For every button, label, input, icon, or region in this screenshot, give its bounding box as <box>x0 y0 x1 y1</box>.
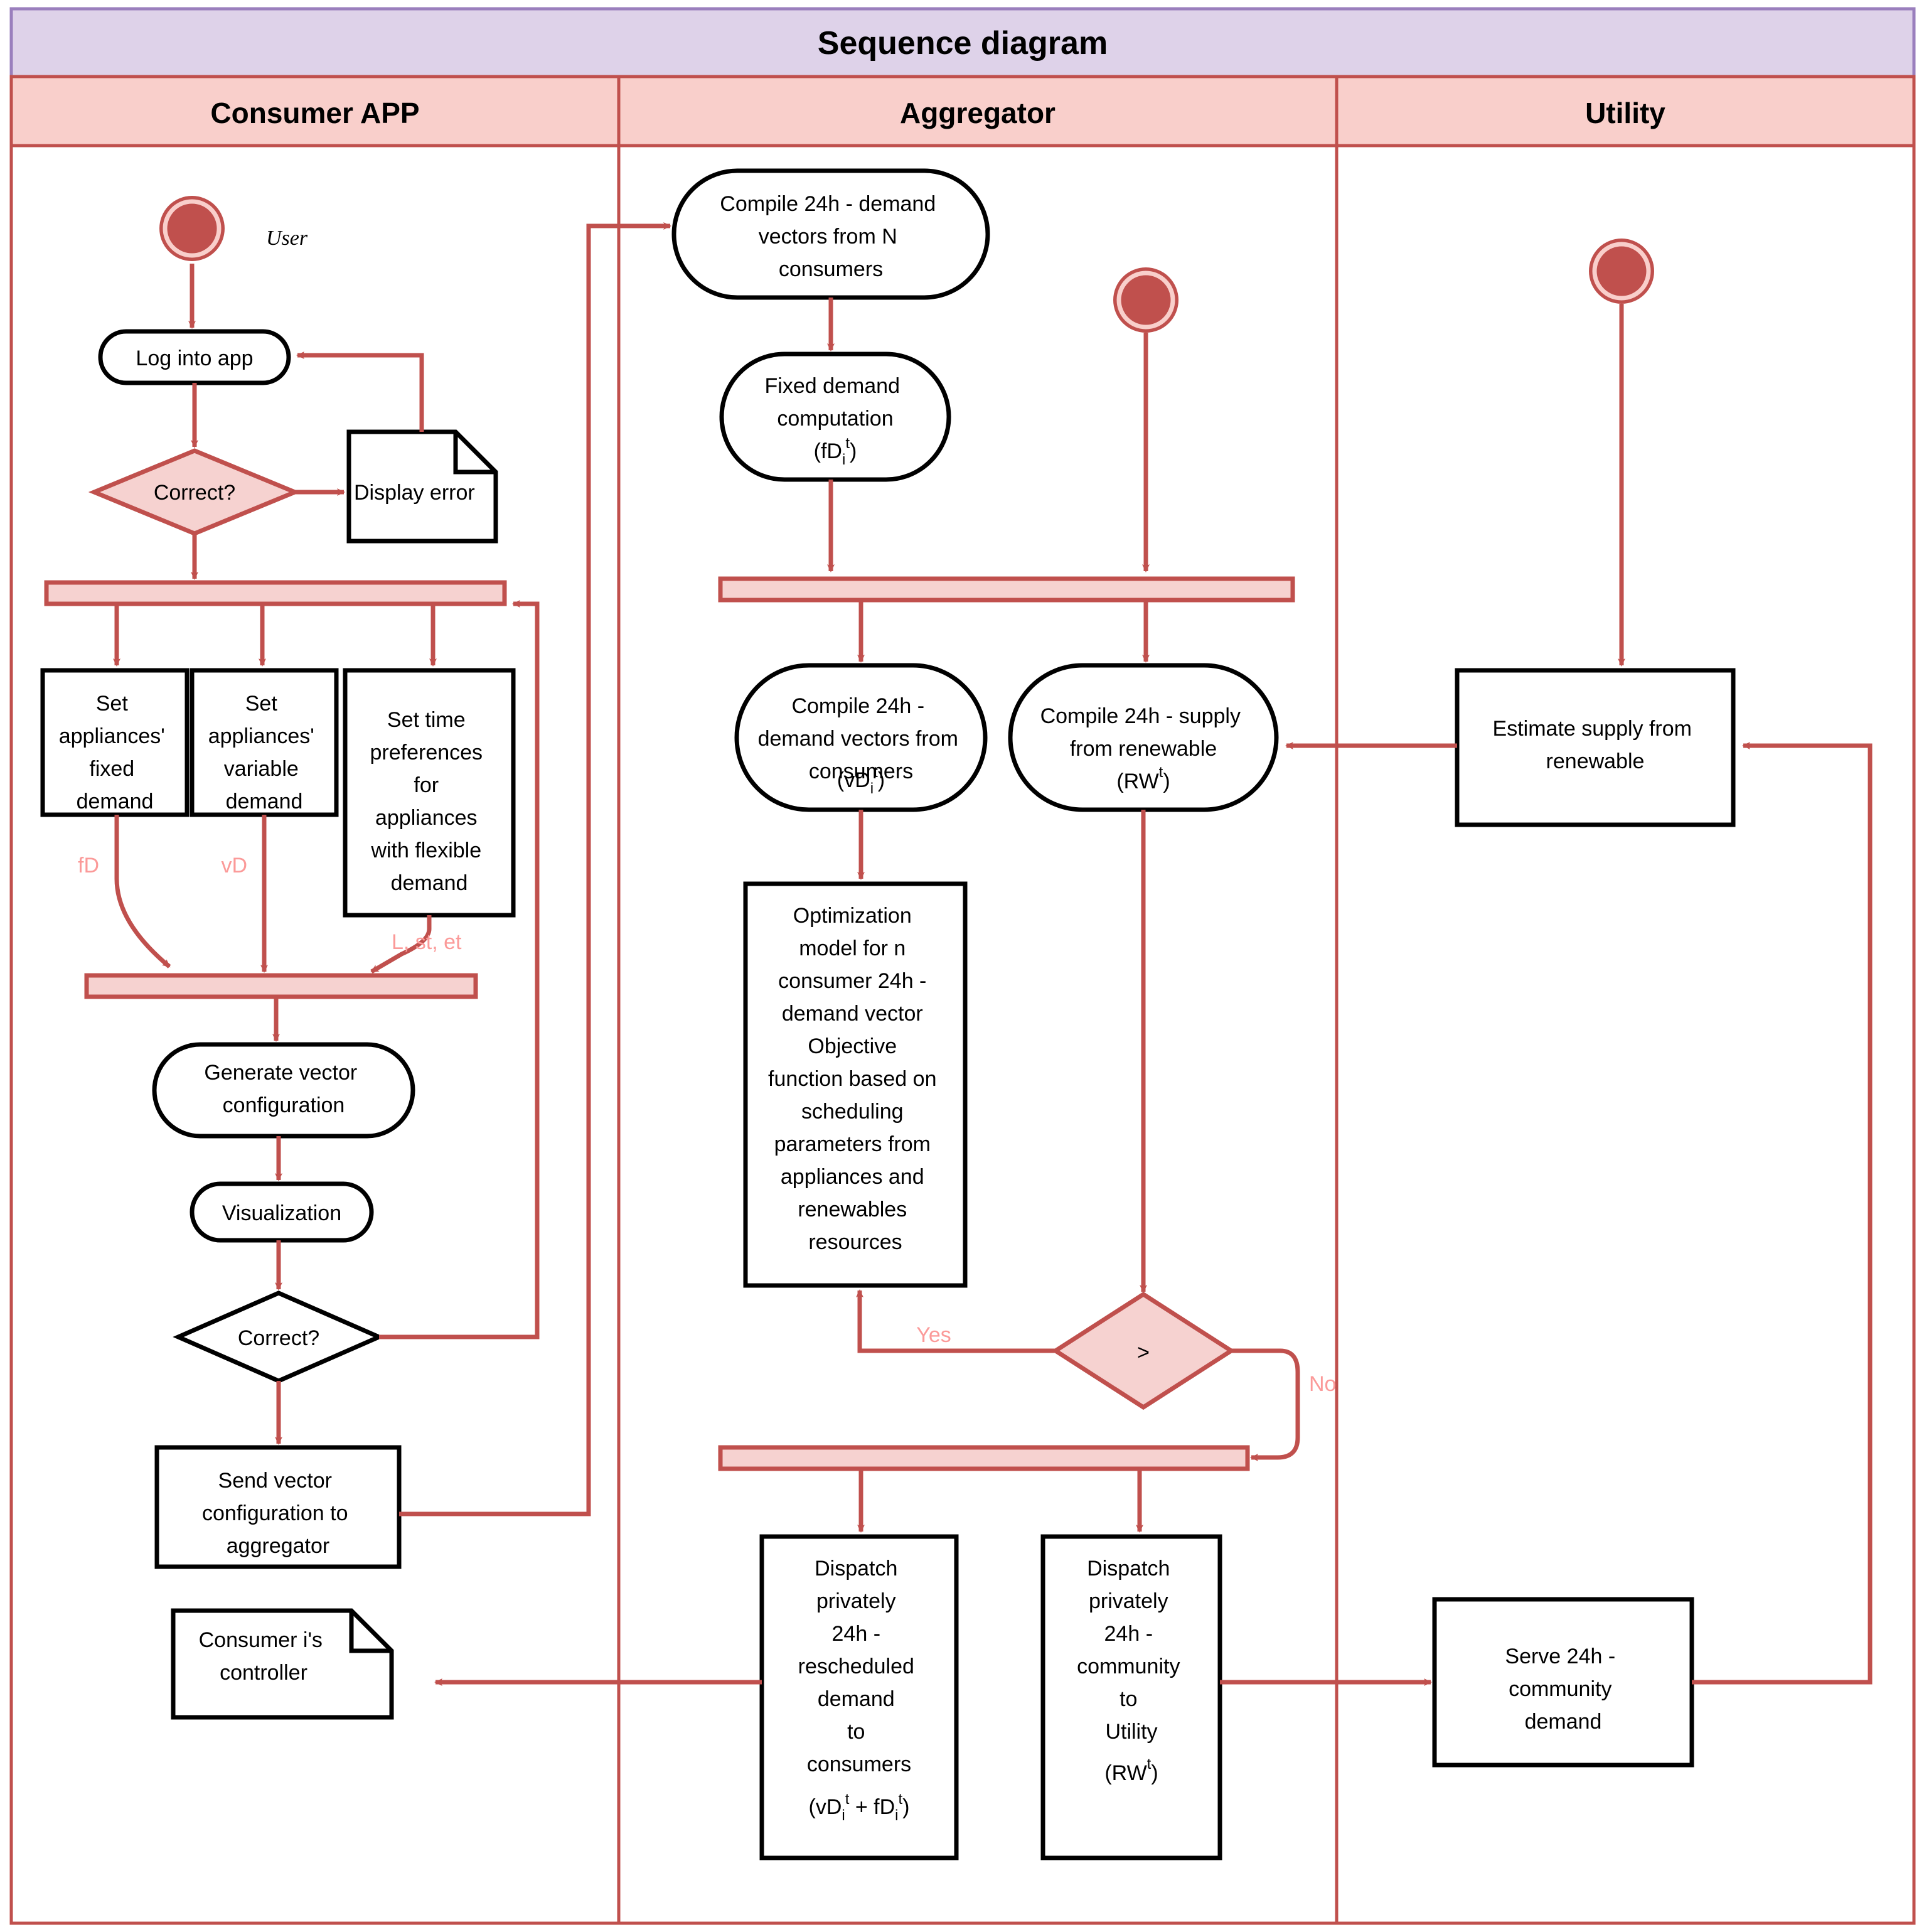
node-fixed-demand-computation <box>719 352 951 482</box>
node-dispatch-consumers-formula: (vDit + fDit) <box>809 1791 910 1824</box>
lane-header-utility <box>1335 75 1916 148</box>
node-serve-community-demand <box>1432 1597 1694 1768</box>
note-consumer-controller-label: Consumer i's controller <box>199 1628 329 1685</box>
node-send-vector-configuration <box>154 1445 402 1569</box>
node-set-variable-demand <box>190 668 339 817</box>
node-optimization-model <box>743 881 968 1288</box>
edge-label-yes: Yes <box>916 1323 951 1347</box>
edge-time-pref-lstet <box>370 915 432 974</box>
node-visualization-label: Visualization <box>222 1201 341 1225</box>
join-bar-aggregator-2 <box>718 1445 1250 1471</box>
edge-error-to-login <box>296 352 424 432</box>
note-consumer-controller-fold <box>349 1611 392 1653</box>
page-title: Sequence diagram <box>818 25 1108 62</box>
title-band <box>9 7 1916 78</box>
start-node-aggregator-inner-ring <box>1116 271 1175 330</box>
node-set-fixed-demand-label: Set appliances' fixed demand <box>59 692 171 813</box>
node-estimate-supply-label: Estimate supply from renewable <box>1493 717 1698 773</box>
node-estimate-supply <box>1455 668 1736 827</box>
node-serve-community-demand-label: Serve 24h - community demand <box>1505 1645 1621 1734</box>
node-set-time-preferences-label: Set time preferences for appliances with… <box>370 708 489 895</box>
node-set-variable-demand-label: Set appliances' variable demand <box>208 692 321 813</box>
node-send-vector-configuration-label: Send vector configuration to aggregator <box>202 1469 354 1558</box>
fork-bar-consumer-1 <box>44 580 507 606</box>
node-generate-vector-configuration-label: Generate vector configuration <box>204 1061 363 1117</box>
node-compile-demand-vectors-label: Compile 24h - demand vectors from consum… <box>758 694 965 783</box>
decision-comparator-label: > <box>1137 1341 1150 1365</box>
edge-comparator-yes <box>856 1289 1056 1353</box>
node-dispatch-utility-formula: (RWt) <box>1104 1756 1158 1785</box>
lane-header-consumer-app <box>9 75 621 148</box>
decision-correct-1-label: Correct? <box>154 481 235 505</box>
lane-title-utility: Utility <box>1585 97 1665 129</box>
node-dispatch-utility-label: Dispatch privately 24h - community to Ut… <box>1077 1557 1186 1744</box>
note-display-error-label: Display error <box>354 481 475 505</box>
node-compile-demand-vectors-formula: (vDit) <box>837 764 885 797</box>
edge-correct2-loop-to-fork1 <box>379 600 540 1339</box>
start-node-utility <box>1589 239 1654 304</box>
node-compile-supply-label: Compile 24h - supply from renewable <box>1040 704 1247 761</box>
node-log-into-app-label: Log into app <box>136 346 253 370</box>
node-compile-demand-n-label: Compile 24h - demand vectors from N cons… <box>720 192 941 281</box>
node-compile-supply-formula: (RWt) <box>1116 764 1170 793</box>
node-set-time-preferences <box>343 668 516 918</box>
note-display-error-fold <box>453 432 496 475</box>
node-fixed-demand-computation-label: Fixed demand computation <box>765 374 906 431</box>
node-dispatch-consumers <box>759 1534 959 1860</box>
actor-label-user: User <box>266 227 308 250</box>
node-optimization-model-label: Optimization model for n consumer 24h - … <box>768 904 943 1254</box>
node-fixed-demand-formula: (fDit) <box>814 435 857 468</box>
note-display-error <box>346 429 498 544</box>
edge-label-vD: vD <box>221 854 247 877</box>
start-node-utility-inner-ring <box>1592 242 1651 301</box>
edge-label-no: No <box>1309 1372 1336 1396</box>
start-node-user-inner-ring <box>163 199 222 258</box>
node-dispatch-consumers-label: Dispatch privately 24h - rescheduled dem… <box>798 1557 921 1776</box>
node-visualization <box>190 1181 374 1243</box>
edge-label-fD: fD <box>78 854 99 877</box>
start-node-aggregator <box>1113 267 1178 333</box>
decision-correct-2-label: Correct? <box>238 1326 319 1350</box>
start-node-user <box>159 196 225 261</box>
edge-send-to-compile-n <box>399 222 671 1516</box>
decision-comparator <box>1051 1291 1236 1410</box>
edge-label-L-st-et: L, st, et <box>392 930 462 954</box>
note-consumer-controller <box>171 1608 394 1720</box>
node-dispatch-utility <box>1040 1534 1222 1860</box>
edge-comparator-no <box>1231 1348 1300 1461</box>
edge-serve-to-estimate-loop <box>1692 742 1873 1685</box>
join-bar-consumer-1 <box>84 973 478 999</box>
lane-title-consumer-app: Consumer APP <box>210 97 419 129</box>
fork-bar-aggregator-1 <box>718 576 1295 603</box>
edge-fixed-demand-fD <box>114 815 171 969</box>
node-generate-vector-configuration <box>152 1042 415 1139</box>
lane-title-aggregator: Aggregator <box>900 97 1056 129</box>
